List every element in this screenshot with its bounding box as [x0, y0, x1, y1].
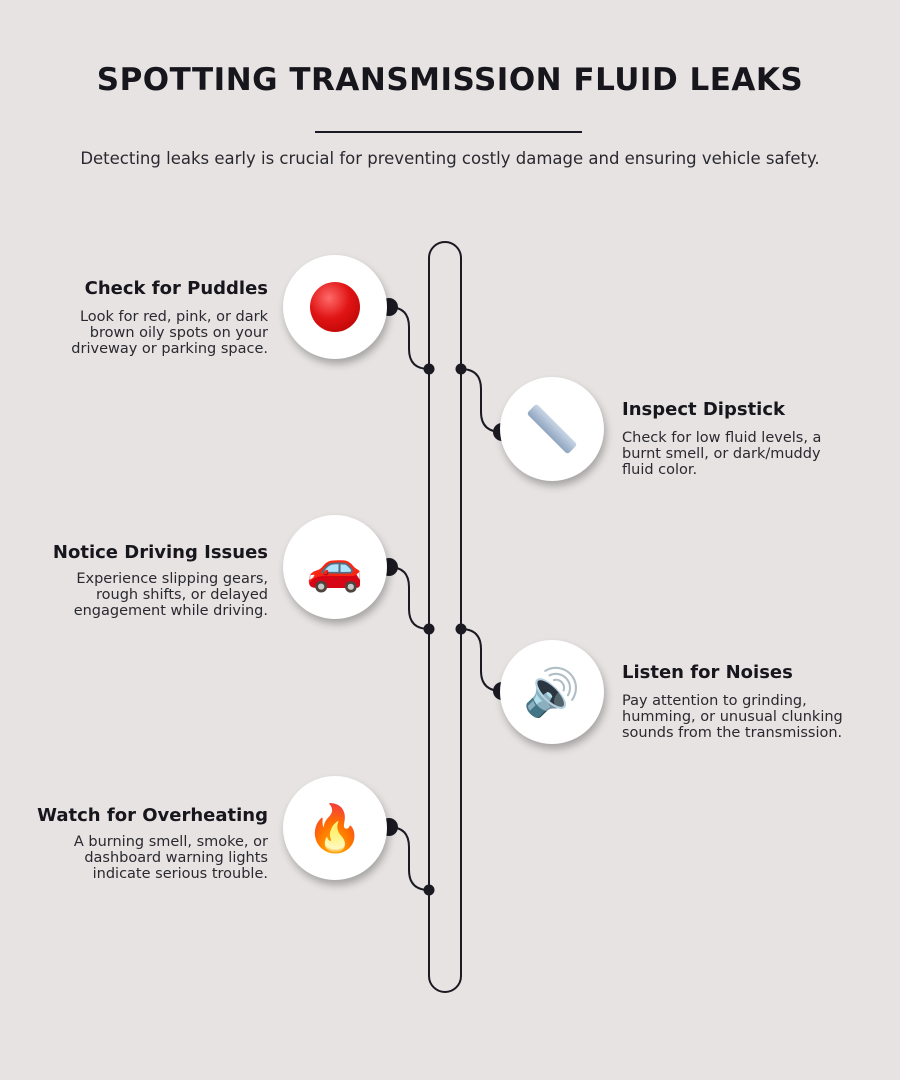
- step-title: Inspect Dipstick: [622, 399, 785, 420]
- connector-4: [460, 628, 503, 692]
- junction-dot-3: [423, 623, 435, 635]
- title-divider: [315, 131, 582, 133]
- step-title: Notice Driving Issues: [52, 542, 268, 563]
- puddle-icon: [283, 255, 387, 359]
- fire-icon: 🔥: [283, 776, 387, 880]
- central-track: [428, 241, 462, 993]
- step-description: Experience slipping gears, rough shifts,…: [73, 571, 268, 619]
- step-title: Check for Puddles: [84, 278, 268, 299]
- junction-dot-4: [455, 623, 467, 635]
- connector-1: [388, 306, 430, 370]
- speaker-icon: 🔊: [500, 640, 604, 744]
- step-description: Pay attention to grinding, humming, or u…: [622, 693, 843, 741]
- junction-dot-2: [455, 363, 467, 375]
- dipstick-icon: [500, 377, 604, 481]
- step-description: Look for red, pink, or dark brown oily s…: [71, 309, 268, 357]
- connector-2: [460, 368, 503, 433]
- car-icon: 🚗: [283, 515, 387, 619]
- connector-5: [388, 826, 430, 891]
- step-title: Watch for Overheating: [37, 805, 268, 826]
- step-description: A burning smell, smoke, or dashboard war…: [73, 834, 268, 882]
- step-description: Check for low fluid levels, a burnt smel…: [622, 430, 822, 478]
- junction-dot-1: [423, 363, 435, 375]
- connector-3: [388, 566, 430, 630]
- junction-dot-5: [423, 884, 435, 896]
- step-title: Listen for Noises: [622, 662, 793, 683]
- page-subtitle: Detecting leaks early is crucial for pre…: [80, 149, 820, 168]
- page-title: SPOTTING TRANSMISSION FLUID LEAKS: [96, 62, 804, 98]
